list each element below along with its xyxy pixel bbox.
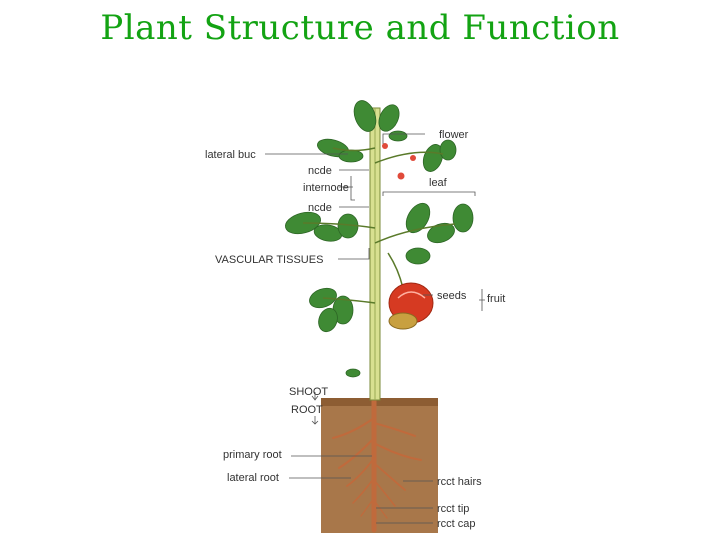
flowers <box>382 143 416 180</box>
label-vascular-tissues: VASCULAR TISSUES <box>215 254 323 266</box>
root-system <box>332 397 422 533</box>
label-pointers <box>265 133 485 524</box>
label-root-tip: rcct tip <box>437 503 469 515</box>
label-root-hairs: rcct hairs <box>437 476 482 488</box>
label-leaf: leaf <box>429 177 448 189</box>
label-root-cap: rcct cap <box>437 518 476 530</box>
label-node-upper: ncde <box>308 165 332 177</box>
tomato-fruit <box>388 282 434 330</box>
label-shoot: SHOOT <box>289 386 328 398</box>
label-node-lower: ncde <box>308 202 332 214</box>
label-fruit: fruit <box>487 293 505 305</box>
leaf-stalks <box>302 147 456 304</box>
label-root: ROOT <box>291 404 323 416</box>
page-title: Plant Structure and Function <box>100 8 620 48</box>
label-lateral-bud: lateral buc <box>205 149 256 161</box>
soil <box>321 398 438 533</box>
label-primary-root: primary root <box>223 449 282 461</box>
label-internode: internode <box>303 182 349 194</box>
label-seeds: seeds <box>437 290 467 302</box>
label-flower: flower <box>439 129 469 141</box>
plant-diagram: flower lateral buc ncde internode ncde l… <box>193 88 538 540</box>
label-lateral-root: lateral root <box>227 472 279 484</box>
leaves <box>285 100 474 378</box>
